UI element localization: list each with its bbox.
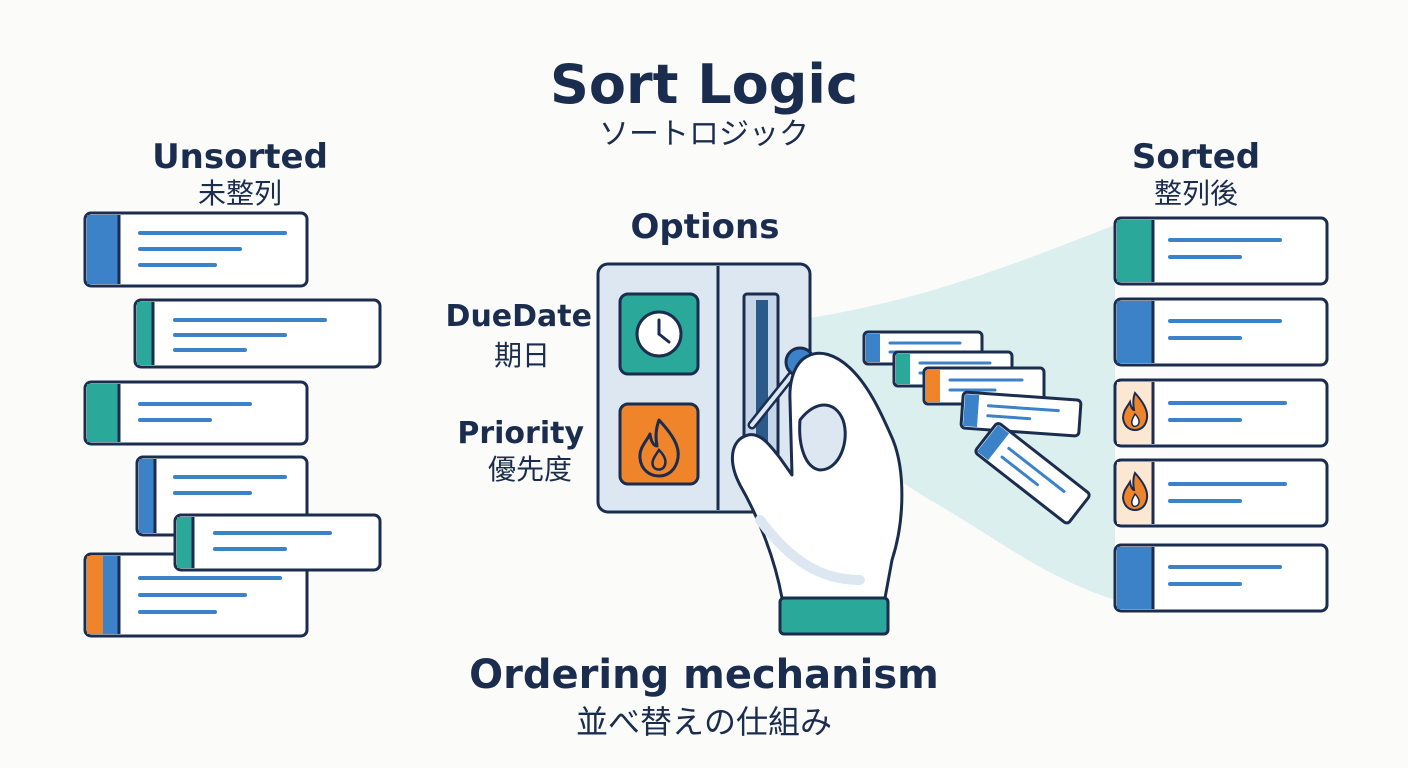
clock-icon bbox=[635, 310, 683, 358]
diagram-title: Sort Logic bbox=[550, 53, 858, 116]
unsorted-subtitle: 未整列 bbox=[197, 177, 282, 210]
unsorted-card bbox=[133, 298, 382, 369]
options-title: Options bbox=[630, 207, 780, 247]
footer-title: Ordering mechanism bbox=[469, 652, 939, 698]
footer-subtitle: 並べ替えの仕組み bbox=[575, 703, 832, 741]
moving-card bbox=[959, 390, 1083, 438]
sorted-card bbox=[1113, 297, 1329, 367]
hand-icon bbox=[730, 346, 904, 636]
diagram-title-ja: ソートロジック bbox=[599, 117, 809, 152]
priority-option-button[interactable] bbox=[618, 402, 700, 486]
due-date-option-button[interactable] bbox=[618, 292, 700, 376]
sorted-title: Sorted bbox=[1131, 137, 1261, 177]
flame-icon bbox=[638, 418, 680, 478]
unsorted-title: Unsorted bbox=[152, 137, 328, 177]
flame-icon bbox=[1121, 391, 1149, 432]
priority-label: Priority bbox=[457, 416, 584, 451]
sorted-card bbox=[1113, 458, 1329, 528]
sorted-subtitle: 整列後 bbox=[1153, 177, 1238, 210]
due-date-label: DueDate bbox=[445, 299, 592, 334]
due-date-sublabel: 期日 bbox=[493, 339, 550, 372]
unsorted-card bbox=[83, 211, 309, 288]
sorted-card bbox=[1113, 378, 1329, 448]
unsorted-card bbox=[83, 380, 309, 446]
sorted-card bbox=[1113, 216, 1329, 286]
unsorted-card bbox=[173, 513, 382, 572]
priority-sublabel: 優先度 bbox=[487, 453, 572, 486]
unsorted-card bbox=[83, 552, 309, 638]
moving-card bbox=[974, 422, 1091, 525]
sorted-card bbox=[1113, 543, 1329, 613]
flame-icon bbox=[1121, 471, 1149, 512]
